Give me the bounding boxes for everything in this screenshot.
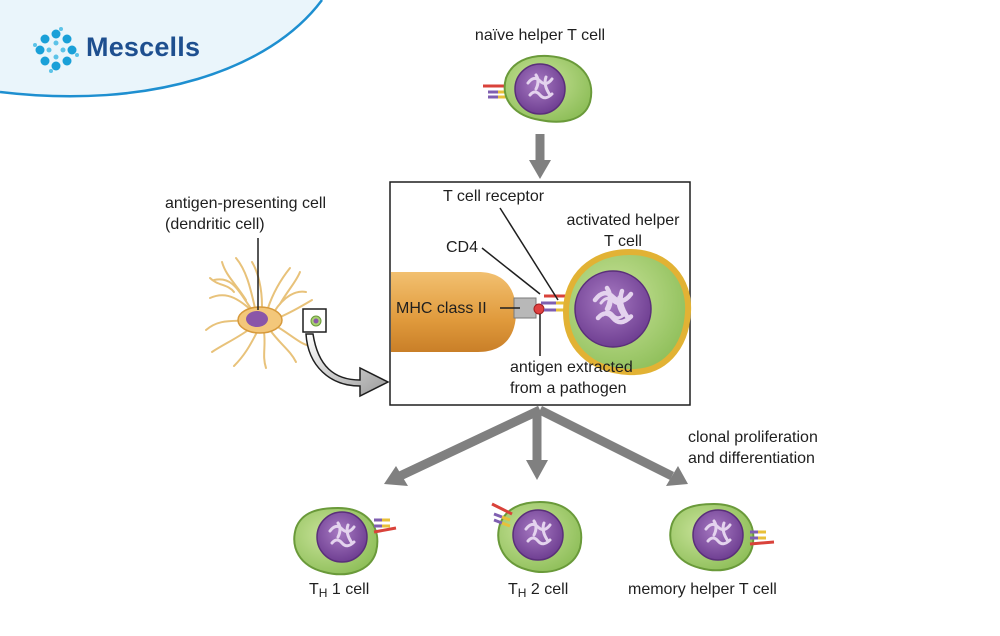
th1-cell <box>293 506 397 576</box>
apc-label-line1: antigen-presenting cell <box>165 195 326 212</box>
th2-label: TH 2 cell <box>508 579 568 604</box>
mhc-label: MHC class II <box>396 300 487 317</box>
th2-label-rest: 2 cell <box>526 581 569 598</box>
activated-t-cell-nucleus <box>574 270 652 348</box>
clonal-label-line1: clonal proliferation <box>688 429 818 446</box>
activated-label-line1: activated helper <box>566 212 680 229</box>
dendritic-cell-nucleus <box>246 311 268 327</box>
apc-label-line2: (dendritic cell) <box>165 216 265 233</box>
tcr-label: T cell receptor <box>443 188 545 205</box>
activated-label-line2: T cell <box>604 233 642 250</box>
th2-label-t: T <box>508 581 518 598</box>
arrow-down-to-box <box>529 134 551 179</box>
apc-membrane <box>391 272 516 352</box>
th1-label: TH 1 cell <box>309 579 369 604</box>
brand-name: Mescells <box>86 32 201 62</box>
brand-swoosh <box>0 0 324 98</box>
th1-label-rest: 1 cell <box>327 581 370 598</box>
zoom-curved-arrow <box>305 333 390 398</box>
divergent-arrows <box>384 405 688 486</box>
th1-label-sub: H <box>318 586 328 600</box>
memory-t-cell <box>669 502 775 572</box>
cd4-label: CD4 <box>446 239 479 256</box>
antigen <box>533 303 545 315</box>
memory-t-cell-label: memory helper T cell <box>628 581 777 598</box>
naive-t-cell <box>483 54 593 123</box>
zoom-inset-nucleus <box>313 318 319 324</box>
th1-label-t: T <box>309 581 319 598</box>
naive-t-cell-label: naïve helper T cell <box>474 27 606 44</box>
antigen-label-line1: antigen extracted <box>510 359 633 376</box>
cd4-pointer-line <box>481 247 541 295</box>
th2-cell <box>491 500 583 573</box>
th2-label-sub: H <box>517 586 527 600</box>
antigen-label-line2: from a pathogen <box>510 380 627 397</box>
tcr-pointer-line <box>499 207 559 301</box>
molecule-ring-icon <box>33 27 79 73</box>
clonal-label-line2: and differentiation <box>688 450 815 467</box>
